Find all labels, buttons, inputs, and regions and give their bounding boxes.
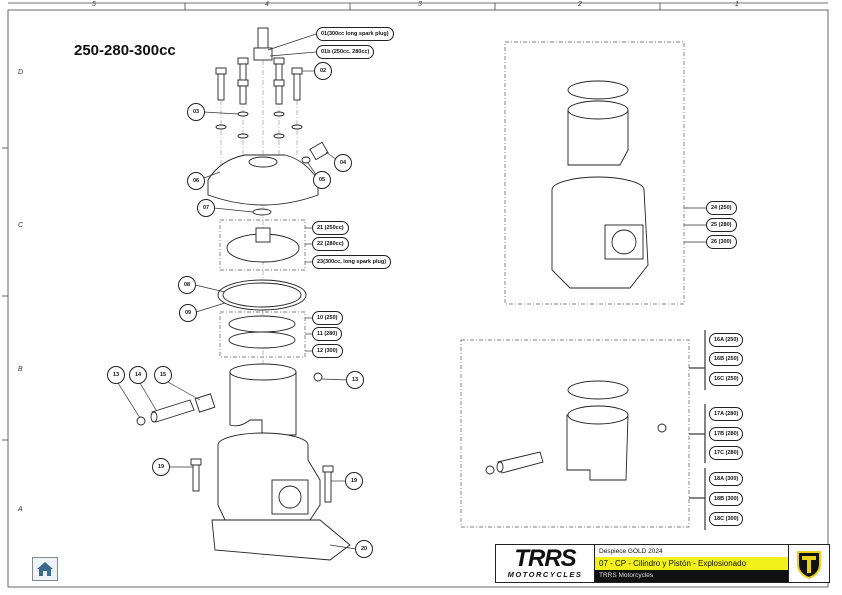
callout-19-left: 19 [152,458,170,476]
home-button[interactable] [32,557,58,581]
ruler-row-d: D [18,69,24,76]
callout-01b: 01b (250cc, 280cc) [316,45,375,59]
ruler-row-c: C [18,222,24,229]
callout-11: 11 (280) [312,327,343,341]
ruler-column-5: 5 [92,1,96,8]
callout-20: 20 [355,540,373,558]
callout-16c: 16C (250) [709,372,744,386]
trrs-logo: TRRS MOTORCYCLES [496,545,595,582]
ruler-column-4: 4 [265,1,269,8]
callout-08: 08 [178,276,196,294]
cylinder-kit-box [504,41,685,305]
document-series: Despiece GOLD 2024 [599,547,663,555]
callout-01: 01(300cc long spark plug) [316,27,394,41]
document-title: 07 - CP - Cilindro y Pistón - Explosiona… [595,557,788,570]
logo-sub-text: MOTORCYCLES [507,570,583,579]
callout-23: 23(300cc, long spark plug) [312,255,392,269]
head-insert-group-box [219,219,306,271]
callout-18c: 18C (300) [709,512,744,526]
callout-02: 02 [314,62,332,80]
ruler-column-1: 1 [735,1,739,8]
callout-22: 22 (280cc) [312,237,349,251]
callout-16b: 16B (250) [709,352,744,366]
callout-16a: 16A (250) [709,333,744,347]
callout-21: 21 (250cc) [312,221,349,235]
callout-09: 09 [179,304,197,322]
callout-07: 07 [197,199,215,217]
callout-10: 10 (250) [312,311,343,325]
callout-19-right: 19 [345,472,363,490]
callout-13-left: 13 [107,366,125,384]
drawing-frame [7,9,829,588]
model-title: 250-280-300cc [74,42,176,59]
ruler-column-2: 2 [578,1,582,8]
callout-05: 05 [313,171,331,189]
callout-25: 25 (280) [706,218,737,232]
callout-14: 14 [129,366,147,384]
callout-03: 03 [187,103,205,121]
trrs-shield-icon [797,550,821,579]
callout-26: 26 (300) [706,235,737,249]
logo-main-text: TRRS [514,545,576,572]
ruler-row-b: B [18,366,23,373]
callout-15: 15 [154,366,172,384]
home-icon [37,562,53,576]
callout-04: 04 [334,154,352,172]
callout-12: 12 (300) [312,344,343,358]
callout-06: 06 [187,172,205,190]
ruler-column-3: 3 [418,1,422,8]
document-company: TRRS Motorcycles [595,569,788,582]
callout-18a: 18A (300) [709,472,744,486]
callout-17b: 17B (280) [709,427,744,441]
title-block: TRRS MOTORCYCLES Despiece GOLD 2024 07 -… [495,544,830,583]
ruler-row-a: A [18,506,23,513]
callout-17a: 17A (280) [709,407,744,421]
callout-18b: 18B (300) [709,492,744,506]
callout-13-right: 13 [346,371,364,389]
callout-24: 24 (250) [706,201,737,215]
rings-group-box [219,311,306,358]
callout-17c: 17C (280) [709,446,744,460]
